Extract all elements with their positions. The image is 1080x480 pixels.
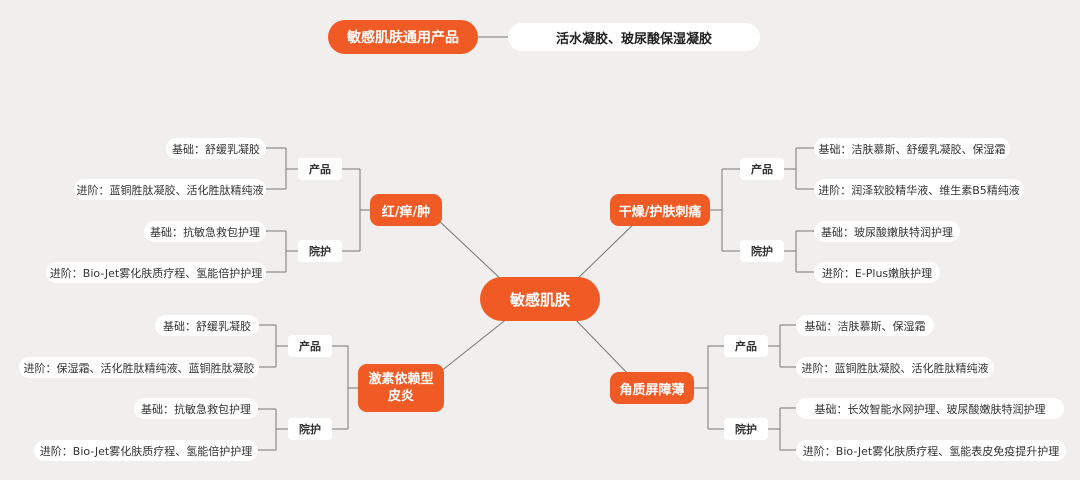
- top-right-care-label: 院护: [740, 240, 784, 262]
- top-left-care-advanced: 进阶：Bio-Jet雾化肤质疗程、氢能倍护护理: [46, 262, 266, 283]
- branch-dry-stinging: 干燥/护肤刺痛: [610, 194, 710, 226]
- bottom-left-care-label: 院护: [288, 418, 332, 440]
- header-value: 活水凝胶、玻尿酸保湿凝胶: [508, 23, 760, 51]
- branch-hormone-dermatitis-line1: 激素依赖型: [368, 372, 434, 387]
- header-title: 敏感肌肤通用产品: [328, 20, 478, 54]
- top-right-product-basic: 基础：洁肤慕斯、舒缓乳凝胶、保湿霜: [814, 138, 1010, 159]
- bottom-left-care-basic: 基础：抗敏急救包护理: [134, 398, 258, 419]
- branch-red-itchy-swollen: 红/痒/肿: [370, 194, 442, 226]
- bottom-right-product-label: 产品: [724, 335, 768, 357]
- top-right-care-basic: 基础：玻尿酸嫩肤特润护理: [814, 221, 960, 242]
- branch-hormone-dermatitis-line2: 皮炎: [387, 389, 414, 404]
- top-left-care-basic: 基础：抗敏急救包护理: [144, 221, 266, 242]
- bottom-right-product-basic: 基础：洁肤慕斯、保湿霜: [796, 315, 934, 336]
- top-right-care-advanced: 进阶：E-Plus嫩肤护理: [814, 262, 940, 283]
- top-left-product-basic: 基础：舒缓乳凝胶: [166, 138, 266, 159]
- bottom-left-product-advanced: 进阶：保湿霜、活化胜肽精纯液、蓝铜胜肽凝胶: [19, 357, 259, 378]
- bottom-right-product-advanced: 进阶：蓝铜胜肽凝胶、活化胜肽精纯液: [796, 357, 994, 378]
- top-left-care-label: 院护: [298, 240, 342, 262]
- center-node: 敏感肌肤: [480, 277, 600, 321]
- bottom-right-care-advanced: 进阶：Bio-Jet雾化肤质疗程、氢能表皮免疫提升护理: [796, 440, 1066, 461]
- top-left-product-label: 产品: [298, 158, 342, 180]
- top-right-product-label: 产品: [740, 158, 784, 180]
- bottom-left-product-label: 产品: [288, 335, 332, 357]
- branch-thin-barrier: 角质屏障薄: [610, 372, 694, 404]
- top-left-product-advanced: 进阶：蓝铜胜肽凝胶、活化胜肽精纯液: [74, 179, 266, 200]
- bottom-left-care-advanced: 进阶：Bio-Jet雾化肤质疗程、氢能倍护护理: [34, 440, 258, 461]
- bottom-left-product-basic: 基础：舒缓乳凝胶: [155, 315, 259, 336]
- branch-hormone-dermatitis: 激素依赖型 皮炎: [358, 364, 444, 412]
- top-right-product-advanced: 进阶：润泽软胶精华液、维生素B5精纯液: [814, 179, 1024, 200]
- bottom-right-care-basic: 基础：长效智能水网护理、玻尿酸嫩肤特润护理: [796, 398, 1064, 419]
- bottom-right-care-label: 院护: [724, 418, 768, 440]
